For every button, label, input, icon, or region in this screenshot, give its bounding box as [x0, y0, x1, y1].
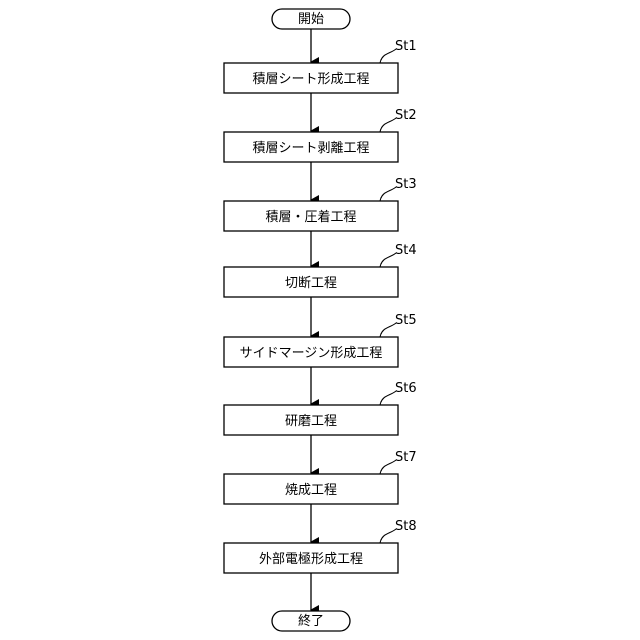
- process-label: 積層シート形成工程: [252, 72, 369, 87]
- process-step: 積層・圧着工程 St3: [224, 177, 417, 231]
- step-id-label: St3: [395, 177, 417, 192]
- process-label: 焼成工程: [285, 483, 337, 498]
- process-step: 積層シート形成工程 St1: [224, 39, 417, 93]
- process-steps: 積層シート形成工程 St1 積層シート剥離工程 St2 積層・圧着工程 St3 切断工程 St…: [224, 29, 417, 610]
- step-leader-line: [380, 391, 396, 405]
- process-step: 外部電極形成工程 St8: [224, 519, 417, 573]
- process-step: サイドマージン形成工程 St5: [224, 313, 417, 367]
- process-step: 積層シート剥離工程 St2: [224, 108, 417, 162]
- process-label: 積層・圧着工程: [265, 209, 356, 225]
- process-label: 外部電極形成工程: [259, 551, 363, 567]
- step-leader-line: [380, 529, 396, 543]
- step-leader-line: [380, 460, 396, 474]
- process-step: 焼成工程 St7: [224, 450, 417, 504]
- process-step: 切断工程 St4: [224, 243, 417, 297]
- process-label: 切断工程: [285, 276, 337, 291]
- step-id-label: St2: [395, 108, 417, 123]
- step-leader-line: [380, 118, 396, 132]
- step-leader-line: [380, 323, 396, 337]
- start-label: 開始: [298, 12, 324, 27]
- step-id-label: St8: [395, 519, 417, 534]
- process-step: 研磨工程 St6: [224, 381, 417, 435]
- step-id-label: St1: [395, 39, 417, 54]
- step-id-label: St5: [395, 313, 417, 328]
- step-id-label: St6: [395, 381, 417, 396]
- step-id-label: St4: [395, 243, 417, 258]
- end-label: 終了: [298, 613, 324, 629]
- step-leader-line: [380, 187, 396, 201]
- step-leader-line: [380, 253, 396, 267]
- process-label: 研磨工程: [285, 414, 337, 429]
- step-id-label: St7: [395, 450, 417, 465]
- process-label: 積層シート剥離工程: [252, 141, 369, 156]
- step-leader-line: [380, 49, 396, 63]
- process-label: サイドマージン形成工程: [240, 346, 383, 361]
